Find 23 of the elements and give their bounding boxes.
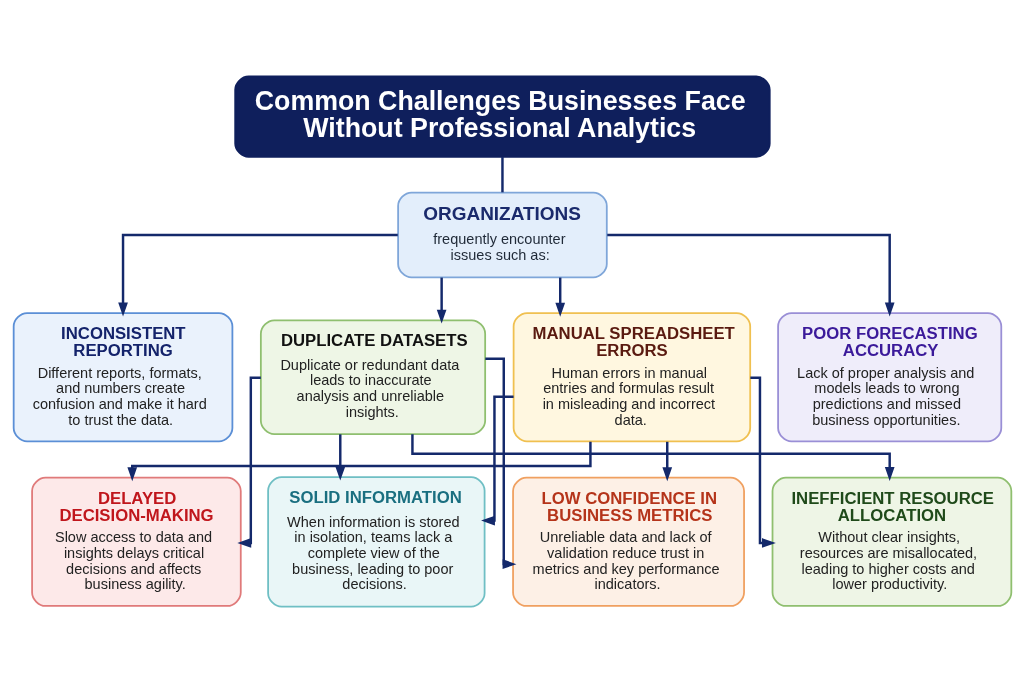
arrow [117, 233, 398, 317]
connector [500, 157, 504, 193]
node-box: INCONSISTENT REPORTING Different reports, formats, and numbers create confusion and make it hard to trust the data. [12, 312, 233, 443]
arrow [334, 434, 345, 481]
arrow [749, 376, 776, 548]
arrow [606, 233, 895, 317]
node-box: INEFFICIENT RESOURCE ALLOCATION Without clear insights, resources are misallocated, leading to higher costs and lower productivity. [771, 476, 1012, 607]
node-box: MANUAL SPREADSHEET ERRORS Human errors in manual entries and formulas result in misleading and incorrect data. [512, 312, 751, 443]
arrow [126, 441, 592, 482]
node-box: LOW CONFIDENCE IN BUSINESS METRICS Unreliable data and lack of validation reduce trust in metrics and key performance indicators. [511, 476, 745, 607]
arrow [484, 357, 516, 569]
node-box: SOLID INFORMATION When information is stored in isolation, teams lack a complete view of the business, leading to poor decisions. [266, 476, 485, 608]
node-box: POOR FORECASTING ACCURACY Lack of proper analysis and models leads to wrong predictions and missed business opportunities. [776, 312, 1002, 443]
node-box: ORGANIZATIONS frequently encounter issues such as: [396, 191, 608, 279]
arrow [236, 376, 261, 548]
arrow [480, 395, 514, 526]
node-box: DUPLICATE DATASETS Duplicate or redundant data leads to inaccurate analysis and unreliable insights. [259, 319, 486, 435]
arrow [436, 277, 446, 324]
arrow [410, 434, 895, 481]
arrow [554, 277, 565, 317]
node-box: Common Challenges Businesses Face Without Professional Analytics [233, 75, 771, 158]
arrow [661, 441, 672, 482]
node-box: DELAYED DECISION-MAKING Slow access to data and insights delays critical decisions and affects business agility. [30, 476, 242, 607]
